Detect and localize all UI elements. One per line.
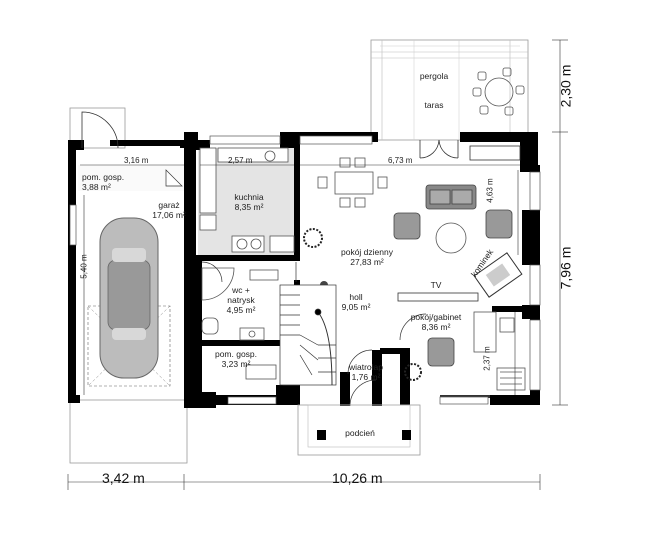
terrace-table [472,67,525,116]
pokoj-gabinet-name: pokój/gabinet [410,312,462,322]
porch [297,404,421,456]
windows [69,135,541,405]
dim-total-left: 3,42 m [102,470,145,486]
label-holl: holl 9,05 m² [336,292,376,312]
label-tv: TV [430,280,442,290]
fireplace [473,252,523,298]
sofa [425,184,477,210]
kitchen-units [199,147,295,253]
pokoj-dzienny-name: pokój dzienny [341,247,393,257]
dim-257: 2,57 m [228,156,253,165]
label-wiatrolap: wiatrołap 1,76 m² [344,362,388,382]
kuchnia-area: 8,35 m² [234,202,264,212]
label-taras: taras [424,100,444,110]
wiatrolap-area: 1,76 m² [351,372,381,382]
dim-673: 6,73 m [388,156,413,165]
label-wc: wc + natrysk 4,95 m² [218,285,264,315]
coffee-table [435,222,467,254]
pom-gosp-bottom-area: 3,23 m² [221,359,251,369]
tv-unit [397,145,521,302]
staircase [279,284,337,386]
pergola-terrace [370,39,529,141]
label-pom-gosp-top: pom. gosp. 3,88 m² [82,172,144,192]
pom-gosp-top-area: 3,88 m² [82,182,111,192]
label-pokoj-gabinet: pokój/gabinet 8,36 m² [400,312,472,332]
label-pom-gosp-bottom: pom. gosp. 3,23 m² [206,349,266,369]
garaz-name: garaż [158,200,180,210]
dim-463: 4,63 m [485,178,495,203]
dim-total-height: 7,96 m [557,246,574,290]
dim-237: 2,37 m [482,346,492,371]
wiatrolap-name: wiatrołap [348,362,384,372]
bathroom-fixtures [201,267,279,341]
terrace-door [419,139,459,159]
garage-side-door [81,111,119,149]
pom-gosp-bottom-name: pom. gosp. [214,349,258,359]
pokoj-gabinet-area: 8,36 m² [421,322,451,332]
office-desk [473,311,526,391]
label-pergola: pergola [419,71,449,81]
natrysk-name: natrysk [227,295,255,305]
dim-pergola-depth: 2,30 m [557,64,574,108]
holl-area: 9,05 m² [341,302,371,312]
pokoj-dzienny-area: 27,83 m² [350,257,384,267]
label-podcien: podcień [345,428,375,438]
armchairs [393,209,513,367]
dining-table [317,157,388,208]
label-pokoj-dzienny: pokój dzienny 27,83 m² [332,247,402,267]
holl-name: holl [349,292,363,302]
car-icon [99,217,159,379]
wc-area: 4,95 m² [226,305,256,315]
dim-540: 5,40 m [79,254,89,279]
dimension-lines [67,39,568,490]
kuchnia-name: kuchnia [234,192,264,202]
dim-316: 3,16 m [124,156,149,165]
wc-name: wc + [232,285,250,295]
label-garaz: garaż 17,06 m² [144,200,194,220]
dim-total-right: 10,26 m [332,470,383,486]
pom-gosp-top-name: pom. gosp. [82,172,125,182]
label-kuchnia: kuchnia 8,35 m² [224,192,274,212]
garaz-area: 17,06 m² [152,210,186,220]
interior-doors [165,169,427,407]
